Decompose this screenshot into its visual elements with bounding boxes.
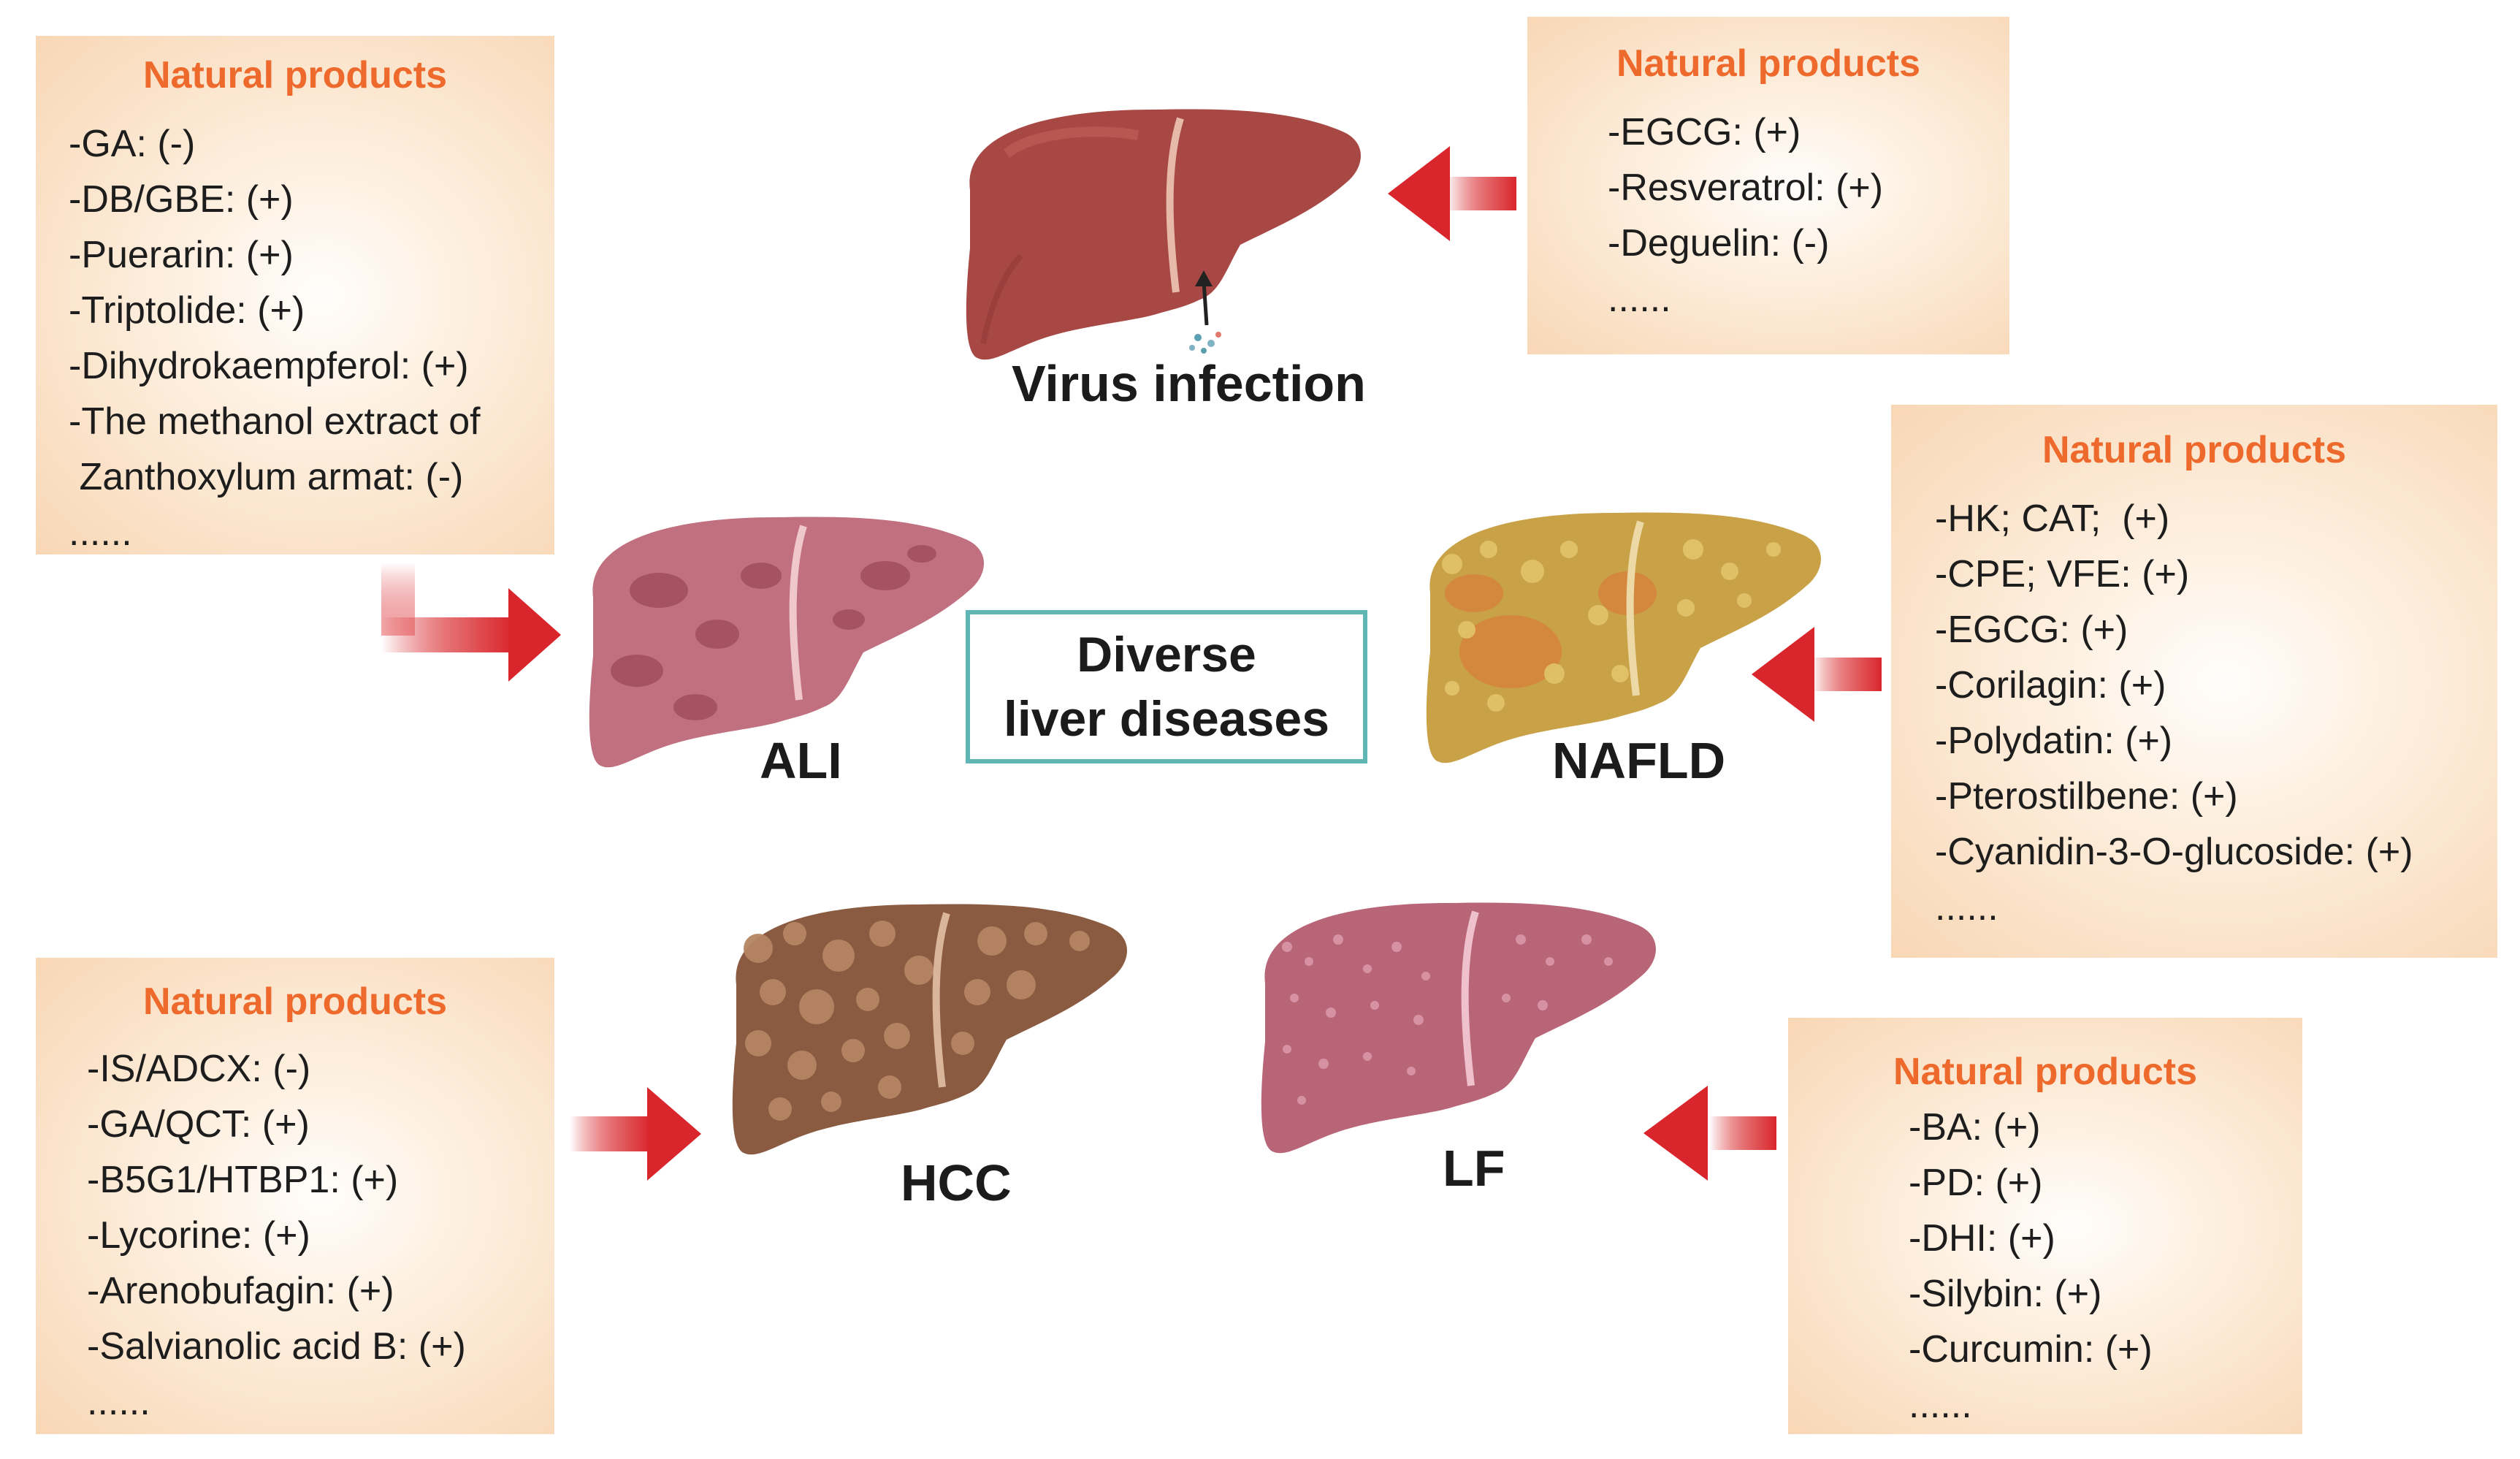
liver-nafld — [1426, 512, 1821, 763]
product-item: ...... — [1608, 278, 1671, 320]
box-title: Natural products — [2042, 429, 2347, 471]
product-item: -The methanol extract of — [69, 400, 481, 443]
liver-lf — [1261, 902, 1656, 1154]
product-item: -GA/QCT: (+) — [87, 1103, 310, 1146]
product-item: -Silybin: (+) — [1909, 1273, 2102, 1315]
product-item: -EGCG: (+) — [1608, 111, 1801, 153]
product-item: ...... — [1909, 1384, 1972, 1426]
product-item: -IS/ADCX: (-) — [87, 1048, 311, 1090]
product-list: -EGCG: (+) -Resveratrol: (+) -Deguelin: … — [1608, 104, 1883, 327]
arrow-to-hcc — [570, 1087, 701, 1181]
product-item: -Resveratrol: (+) — [1608, 167, 1884, 209]
product-item: -DHI: (+) — [1909, 1217, 2055, 1260]
product-item: -Pterostilbene: (+) — [1935, 775, 2238, 818]
lf-label: LF — [1443, 1140, 1505, 1197]
arrow-to-nafld — [1752, 627, 1882, 722]
product-item: ...... — [69, 511, 132, 554]
product-item: -B5G1/HTBP1: (+) — [87, 1159, 399, 1201]
ali-label: ALI — [760, 732, 842, 789]
liver-hcc — [732, 904, 1127, 1155]
product-item: -GA: (-) — [69, 123, 196, 165]
product-item: -Corilagin: (+) — [1935, 664, 2166, 706]
product-item: -Deguelin: (-) — [1608, 222, 1830, 264]
product-item: -Polydatin: (+) — [1935, 720, 2173, 762]
box-title: Natural products — [1893, 1051, 2198, 1093]
natural-products-box-ali: Natural products -GA: (-) -DB/GBE: (+) -… — [36, 36, 554, 555]
product-item: -DB/GBE: (+) — [69, 178, 294, 221]
product-item: -Dihydrokaempferol: (+) — [69, 345, 469, 387]
center-line-2: liver diseases — [1003, 691, 1330, 747]
product-list: -HK; CAT; (+) -CPE; VFE: (+) -EGCG: (+) … — [1935, 491, 2413, 935]
product-item: -PD: (+) — [1909, 1162, 2043, 1204]
product-item: -Arenobufagin: (+) — [87, 1270, 394, 1312]
arrow-to-virus — [1388, 146, 1516, 241]
product-item: -Lycorine: (+) — [87, 1214, 310, 1257]
product-item: -BA: (+) — [1909, 1106, 2041, 1148]
box-title: Natural products — [1616, 42, 1921, 85]
center-line-1: Diverse — [1077, 627, 1256, 682]
product-item: -Salvianolic acid B: (+) — [87, 1325, 466, 1368]
arrow-to-lf — [1643, 1086, 1776, 1181]
product-list: -IS/ADCX: (-) -GA/QCT: (+) -B5G1/HTBP1: … — [87, 1041, 466, 1430]
box-title: Natural products — [142, 54, 448, 96]
product-item: -Cyanidin-3-O-glucoside: (+) — [1935, 831, 2413, 873]
diverse-liver-diseases-box: Diverse liver diseases — [966, 610, 1367, 763]
product-item: -HK; CAT; (+) — [1935, 498, 2170, 540]
product-item: -CPE; VFE: (+) — [1935, 553, 2190, 595]
natural-products-box-virus: Natural products -EGCG: (+) -Resveratrol… — [1527, 17, 2009, 354]
product-item: -Curcumin: (+) — [1909, 1328, 2153, 1371]
product-list: -BA: (+) -PD: (+) -DHI: (+) -Silybin: (+… — [1909, 1100, 2153, 1433]
product-list: -GA: (-) -DB/GBE: (+) -Puerarin: (+) -Tr… — [69, 116, 481, 560]
natural-products-box-lf: Natural products -BA: (+) -PD: (+) -DHI:… — [1788, 1018, 2302, 1434]
hcc-label: HCC — [901, 1154, 1012, 1211]
virus-infection-label: Virus infection — [1012, 355, 1366, 412]
product-item: Zanthoxylum armat: (-) — [69, 456, 464, 498]
virus-particles — [1189, 270, 1221, 354]
liver-virus — [966, 109, 1361, 360]
product-item: -Puerarin: (+) — [69, 234, 294, 276]
box-title: Natural products — [142, 980, 448, 1023]
product-item: ...... — [87, 1381, 150, 1423]
liver-ali — [589, 517, 984, 768]
product-item: -Triptolide: (+) — [69, 289, 305, 332]
product-item: -EGCG: (+) — [1935, 609, 2128, 651]
product-item: ...... — [1935, 886, 1998, 929]
natural-products-box-hcc: Natural products -IS/ADCX: (-) -GA/QCT: … — [36, 958, 554, 1434]
arrow-to-ali — [381, 563, 561, 682]
nafld-label: NAFLD — [1552, 732, 1726, 789]
natural-products-box-nafld: Natural products -HK; CAT; (+) -CPE; VFE… — [1891, 405, 2497, 958]
